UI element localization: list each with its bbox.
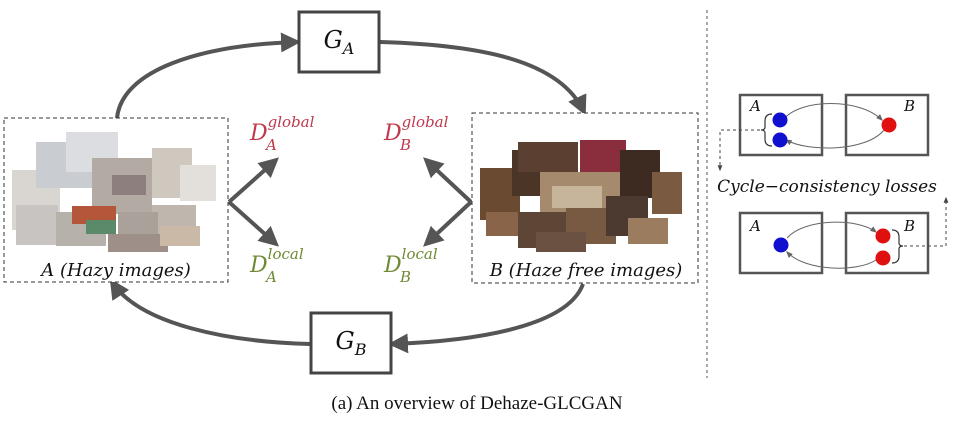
- generator-gb-label: GB: [336, 327, 367, 359]
- cycle-bottom-red-dot-2: [875, 250, 891, 266]
- hazy-image-collage: [12, 132, 216, 252]
- discriminator-da-local: Dlocal: [249, 245, 304, 278]
- arrow-ga-to-b: [379, 40, 587, 116]
- generator-gb-box: [309, 311, 393, 375]
- domain-a-label: A (Hazy images): [39, 260, 191, 281]
- cycle-top-backward-arc: [784, 129, 885, 149]
- discriminator-db-local: Dlocal: [383, 245, 438, 278]
- cycle-top-red-dot: [881, 117, 897, 133]
- cycle-bottom-backward-arc: [786, 250, 877, 269]
- cycle-top-label-b: B: [903, 97, 915, 115]
- discriminator-da-local-sub: A: [264, 268, 277, 286]
- cycle-bottom-blue-dot: [773, 237, 789, 253]
- cycle-bottom-red-dot-1: [875, 228, 891, 244]
- cycle-bottom-dashed-connector: [904, 196, 949, 247]
- figure-caption: (a) An overview of Dehaze-GLCGAN: [331, 393, 623, 414]
- cycle-top-brace: [760, 113, 773, 147]
- cycle-top-blue-dot-1: [772, 112, 788, 128]
- cycle-bottom-brace: [891, 229, 904, 264]
- arrow-gb-to-a: [109, 278, 311, 346]
- discriminator-da-global-sub: A: [264, 136, 277, 154]
- cycle-bottom-forward-arc: [786, 221, 878, 239]
- discriminator-db-global-sub: B: [399, 136, 411, 154]
- generator-ga-box: [297, 10, 381, 74]
- haze-free-image-collage: [480, 140, 682, 252]
- arrow-a-to-ga: [115, 32, 301, 119]
- cycle-bottom-label-b: B: [903, 217, 915, 235]
- arrow-a-to-da-local: [227, 200, 279, 247]
- cycle-top-dashed-connector: [717, 129, 760, 172]
- generator-ga-label: GA: [324, 26, 355, 58]
- arrow-b-to-db-local: [423, 200, 473, 247]
- cycle-top-forward-arc: [782, 103, 883, 121]
- domain-b-label: B (Haze free images): [489, 260, 683, 281]
- arrow-b-to-db-global: [423, 157, 473, 204]
- discriminator-da-global: Dglobal: [249, 113, 315, 146]
- cycle-consistency-label: Cycle−consistency losses: [717, 177, 937, 197]
- arrow-a-to-da-global: [227, 157, 279, 204]
- discriminator-db-local-sub: B: [399, 268, 411, 286]
- arrow-b-to-gb: [388, 283, 585, 354]
- cycle-bottom-box-b: [844, 211, 930, 275]
- discriminator-db-global: Dglobal: [383, 113, 449, 146]
- cycle-top-blue-dot-2: [772, 132, 788, 148]
- cycle-top-label-a: A: [748, 97, 761, 115]
- cycle-bottom-label-a: A: [748, 217, 761, 235]
